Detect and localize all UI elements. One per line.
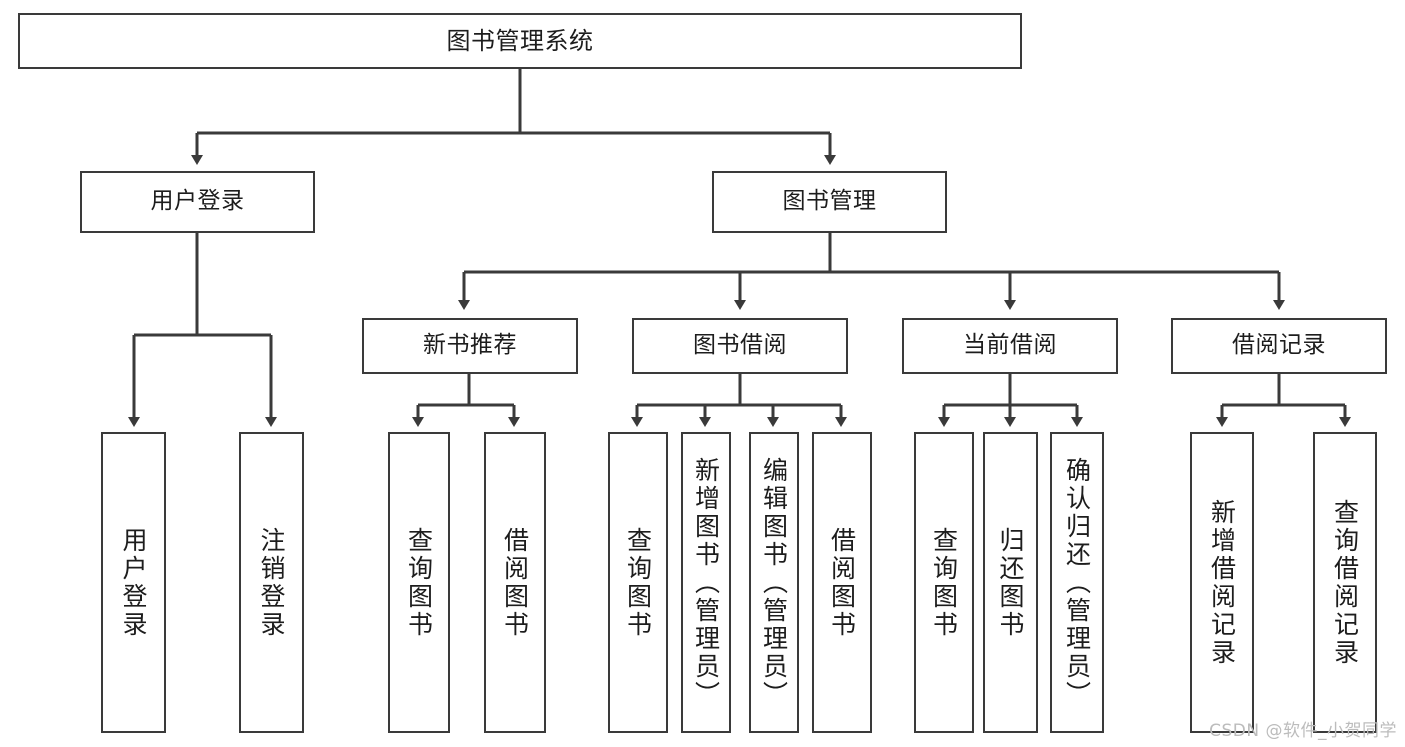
leaf-logout[interactable]: 注销登录 bbox=[239, 432, 304, 733]
leaf-return-book[interactable]: 归还图书 bbox=[983, 432, 1038, 733]
node-user-login[interactable]: 用户登录 bbox=[80, 171, 315, 233]
leaf-edit-book-admin[interactable]: 编辑图书（管理员） bbox=[749, 432, 799, 733]
leaf-confirm-return-admin[interactable]: 确认归还（管理员） bbox=[1050, 432, 1104, 733]
node-borrow-records[interactable]: 借阅记录 bbox=[1171, 318, 1387, 374]
node-label: 用户登录 bbox=[119, 526, 148, 639]
leaf-add-book-admin[interactable]: 新增图书（管理员） bbox=[681, 432, 731, 733]
node-label: 新增借阅记录 bbox=[1207, 498, 1237, 667]
node-label: 当前借阅 bbox=[963, 332, 1057, 359]
node-label: 图书管理 bbox=[782, 188, 877, 215]
node-label: 归还图书 bbox=[996, 526, 1025, 639]
node-label: 编辑图书（管理员） bbox=[759, 456, 789, 709]
node-label: 借阅图书 bbox=[500, 526, 530, 639]
node-label: 确认归还（管理员） bbox=[1062, 456, 1092, 709]
node-label: 用户登录 bbox=[150, 188, 245, 215]
node-label: 借阅记录 bbox=[1232, 332, 1326, 359]
node-label: 查询图书 bbox=[404, 526, 434, 639]
leaf-borrow-book-recommend[interactable]: 借阅图书 bbox=[484, 432, 546, 733]
node-label: 查询图书 bbox=[929, 526, 959, 639]
node-label: 查询借阅记录 bbox=[1330, 498, 1360, 667]
node-label: 查询图书 bbox=[623, 526, 653, 639]
node-book-management[interactable]: 图书管理 bbox=[712, 171, 947, 233]
csdn-watermark: CSDN @软件_小贺同学 bbox=[1209, 721, 1397, 741]
node-label: 新增图书（管理员） bbox=[691, 456, 721, 709]
leaf-query-book-borrow[interactable]: 查询图书 bbox=[608, 432, 668, 733]
node-label: 注销登录 bbox=[257, 526, 286, 639]
leaf-add-borrow-record[interactable]: 新增借阅记录 bbox=[1190, 432, 1254, 733]
leaf-user-login[interactable]: 用户登录 bbox=[101, 432, 166, 733]
leaf-query-book-recommend[interactable]: 查询图书 bbox=[388, 432, 450, 733]
node-new-book-recommend[interactable]: 新书推荐 bbox=[362, 318, 578, 374]
leaf-borrow-book[interactable]: 借阅图书 bbox=[812, 432, 872, 733]
node-label: 图书管理系统 bbox=[446, 26, 594, 55]
node-label: 图书借阅 bbox=[693, 332, 787, 359]
node-label: 借阅图书 bbox=[827, 526, 857, 639]
node-root-system[interactable]: 图书管理系统 bbox=[18, 13, 1022, 69]
node-label: 新书推荐 bbox=[423, 332, 517, 359]
node-current-borrow[interactable]: 当前借阅 bbox=[902, 318, 1118, 374]
leaf-query-borrow-record[interactable]: 查询借阅记录 bbox=[1313, 432, 1377, 733]
leaf-query-book-current[interactable]: 查询图书 bbox=[914, 432, 974, 733]
node-book-borrow[interactable]: 图书借阅 bbox=[632, 318, 848, 374]
